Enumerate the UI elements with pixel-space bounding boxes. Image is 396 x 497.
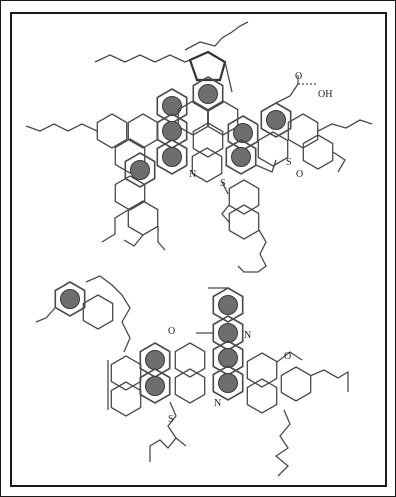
atom-label-s: S xyxy=(168,414,174,425)
bottom-side-chain xyxy=(149,401,177,462)
aromatic-ring xyxy=(225,139,257,175)
ring xyxy=(174,342,206,378)
ring xyxy=(257,131,289,167)
bottom-molecule: O N O N S xyxy=(35,275,349,477)
aromatic-ring xyxy=(139,368,171,404)
bottom-side-chain xyxy=(276,351,303,363)
aromatic-ring xyxy=(212,340,244,376)
atom-label-s: S xyxy=(220,178,226,189)
ring xyxy=(246,352,278,388)
ring xyxy=(246,378,278,414)
bottom-side-chain xyxy=(85,275,131,353)
atom-label-oh: OH xyxy=(318,89,332,100)
atom-label-o: O xyxy=(284,351,291,362)
bond xyxy=(221,181,229,195)
aromatic-ring xyxy=(212,365,244,401)
top-side-chain xyxy=(25,123,98,132)
atom-label-n: N xyxy=(214,398,221,409)
ring xyxy=(177,100,209,136)
top-side-chain xyxy=(332,151,346,173)
ring xyxy=(302,134,334,170)
aromatic-ring xyxy=(139,342,171,378)
atom-label-s: S xyxy=(286,157,292,168)
cyclopentane-ring xyxy=(188,50,227,82)
bottom-side-chain xyxy=(175,437,187,447)
top-side-chain xyxy=(157,226,166,251)
atom-label-o: O xyxy=(168,326,175,337)
atom-label-n: N xyxy=(189,169,196,180)
aromatic-ring xyxy=(156,88,188,124)
aromatic-ring xyxy=(54,281,86,317)
ring xyxy=(110,381,142,417)
ring xyxy=(82,294,114,330)
top-side-chain xyxy=(221,204,230,223)
ring xyxy=(127,113,159,149)
aromatic-ring xyxy=(156,139,188,175)
ring xyxy=(280,366,312,402)
aromatic-ring xyxy=(156,113,188,149)
ring xyxy=(192,122,224,158)
bond xyxy=(224,61,233,93)
bottom-side-chain xyxy=(35,307,56,323)
top-side-chain xyxy=(123,234,144,247)
ring xyxy=(228,204,260,240)
atom-label-o: O xyxy=(295,71,302,82)
ring xyxy=(191,147,223,183)
ring xyxy=(207,100,239,136)
top-side-chain xyxy=(255,159,277,173)
top-side-chain xyxy=(94,54,201,63)
top-side-chain xyxy=(101,209,129,243)
atom-label-n: N xyxy=(244,330,251,341)
ring xyxy=(110,355,142,391)
ring xyxy=(228,179,260,215)
bottom-side-chain xyxy=(309,369,349,392)
top-side-chain xyxy=(237,229,267,273)
top-side-chain xyxy=(317,119,373,132)
ring xyxy=(127,200,159,236)
aromatic-ring xyxy=(192,76,224,112)
ring xyxy=(287,113,319,149)
top-molecule: N S O OH S O xyxy=(25,21,373,273)
top-side-chain xyxy=(184,21,249,51)
bottom-side-chain xyxy=(274,409,291,477)
top-side-chain xyxy=(275,83,299,104)
ring xyxy=(174,368,206,404)
atom-label-o: O xyxy=(296,169,303,180)
aromatic-ring xyxy=(260,102,292,138)
